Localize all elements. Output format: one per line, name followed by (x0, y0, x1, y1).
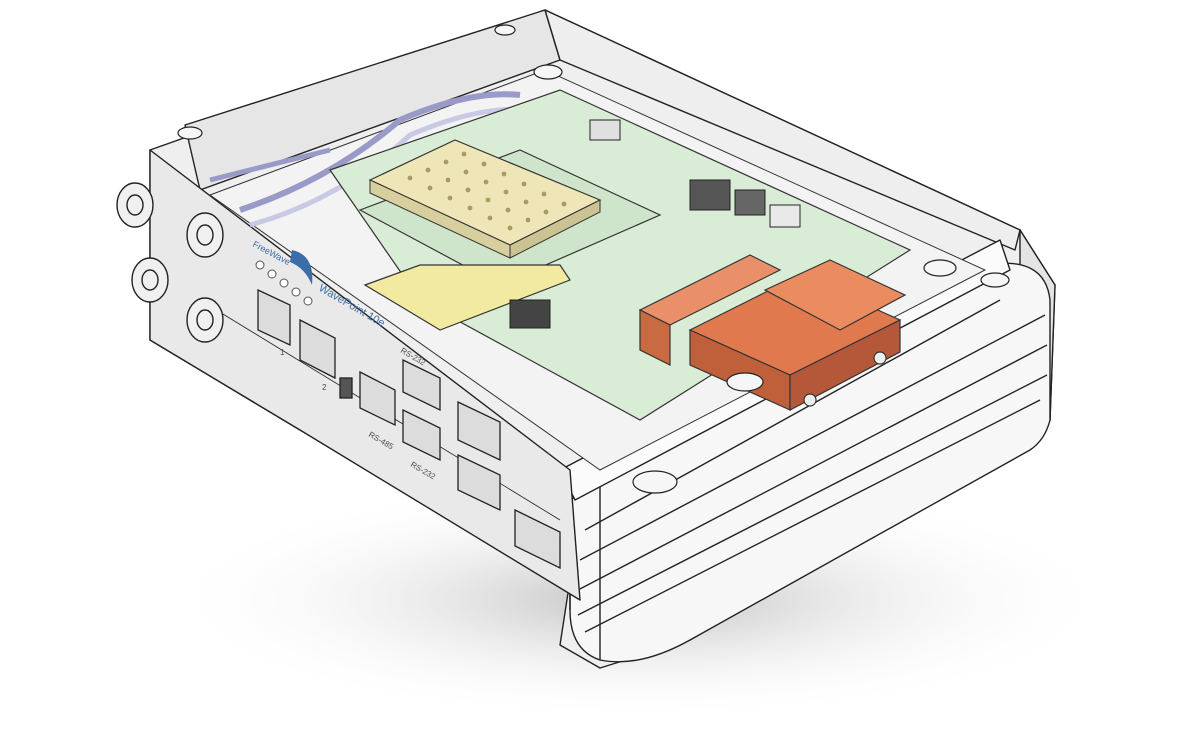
status-leds (255, 260, 313, 306)
board-connectors (509, 119, 801, 329)
radio-shield (368, 139, 602, 259)
flex-cable (363, 264, 571, 331)
port-label-eth1: 1 (280, 348, 285, 357)
logo-swoosh-icon (290, 250, 313, 285)
cable-bundle (209, 91, 531, 228)
standoffs (177, 24, 1010, 494)
heatsink (638, 254, 907, 411)
ethernet-ports (257, 288, 561, 570)
antenna-connectors (116, 182, 224, 343)
port-label-eth2: 2 (322, 383, 327, 392)
